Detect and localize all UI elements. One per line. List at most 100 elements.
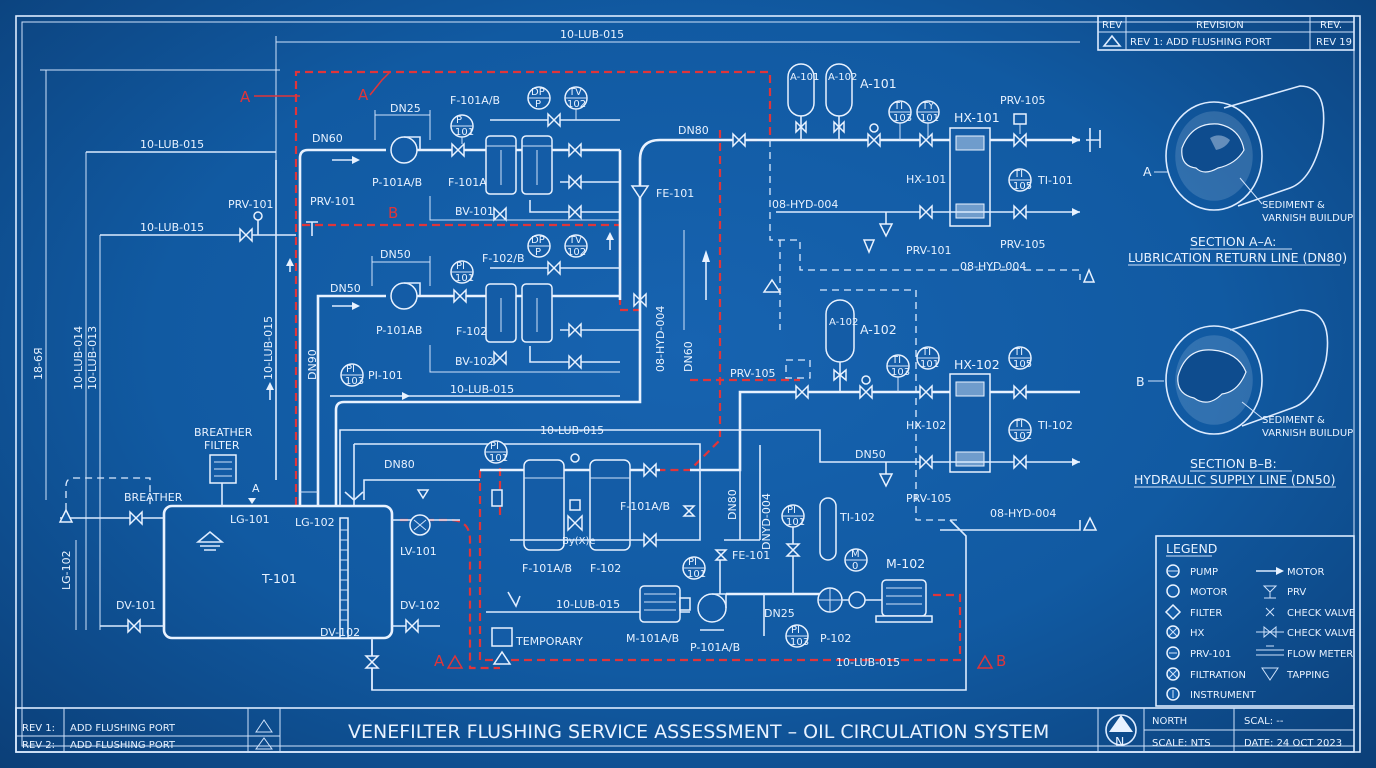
svg-text:DP: DP bbox=[531, 235, 545, 246]
prv101-relief[interactable] bbox=[878, 212, 894, 238]
hx102-label: HX-102 bbox=[954, 357, 1000, 372]
a101-label: A-101 bbox=[860, 76, 897, 91]
svg-text:TV: TV bbox=[568, 235, 582, 246]
f101ab-low-label: F-101A/B bbox=[522, 562, 572, 575]
svg-text:P: P bbox=[456, 115, 462, 126]
dv102-valve[interactable] bbox=[405, 618, 419, 634]
top-line-label: 10-LUB-015 bbox=[560, 28, 624, 41]
legend-right-0: MOTOR bbox=[1287, 567, 1324, 578]
section-a-note-1: SEDIMENT & bbox=[1262, 200, 1325, 211]
svg-text:101: 101 bbox=[687, 569, 706, 580]
dv101-valve[interactable] bbox=[127, 618, 141, 634]
revision-row-desc: REV 1: ADD FLUSHING PORT bbox=[1130, 37, 1272, 48]
svg-text:103: 103 bbox=[893, 113, 912, 124]
prv101-c-label: PRV-101 bbox=[906, 244, 952, 257]
legend-check-valve-icon bbox=[1265, 607, 1275, 617]
svg-text:PI: PI bbox=[688, 557, 697, 568]
legend-right-3: CHECK VALVE bbox=[1287, 628, 1355, 639]
sheet-inner-border bbox=[21, 21, 1355, 747]
legend-right-2: CHECK VALVE bbox=[1287, 608, 1355, 619]
svg-text:TI: TI bbox=[921, 347, 931, 358]
prv101-b-label: PRV-101 bbox=[310, 195, 356, 208]
revision-table bbox=[1097, 15, 1355, 51]
fe101-label: FE-101 bbox=[656, 187, 694, 200]
legend-title: LEGEND bbox=[1166, 541, 1217, 556]
lub-mid-label: 10-LUB-015 bbox=[450, 383, 514, 396]
section-a-note-2: VARNISH BUILDUP bbox=[1262, 213, 1353, 224]
section-a-subtitle: LUBRICATION RETURN LINE (DN80) bbox=[1128, 250, 1347, 265]
prv105-low-label: PRV-105 bbox=[906, 492, 952, 505]
motor-m101ab[interactable] bbox=[639, 585, 681, 623]
section-a-pipe-body bbox=[1223, 85, 1325, 207]
pump-p101ab-top[interactable] bbox=[390, 136, 418, 164]
lube-return-line bbox=[334, 138, 1080, 505]
svg-text:PI: PI bbox=[490, 441, 499, 452]
svg-text:TI: TI bbox=[891, 355, 901, 366]
prv105-mid-label: PRV-105 bbox=[730, 367, 776, 380]
valve-pump1-discharge[interactable] bbox=[451, 142, 465, 158]
dv102-b-label: DV-102 bbox=[320, 626, 360, 639]
dn60-vertical-label: DN60 bbox=[682, 341, 695, 372]
date-label: DATE: 24 OCT 2023 bbox=[1244, 738, 1342, 749]
lg102-v-label: LG-102 bbox=[60, 550, 73, 590]
svg-text:A-101: A-101 bbox=[790, 72, 819, 83]
svg-text:101: 101 bbox=[920, 113, 939, 124]
pump-p101ab-mid[interactable] bbox=[390, 282, 418, 310]
scale-label: SCALE: NTS bbox=[1152, 738, 1211, 749]
svg-text:101: 101 bbox=[786, 517, 805, 528]
dim-left-label: 18-6Я bbox=[32, 347, 45, 380]
legend-left-1: MOTOR bbox=[1190, 587, 1227, 598]
m102-label: M-102 bbox=[886, 556, 925, 571]
svg-text:103: 103 bbox=[891, 367, 910, 378]
bv101-valve[interactable] bbox=[493, 206, 507, 222]
rev-row-1-rev: REV 1: bbox=[22, 723, 55, 734]
revision-header: REVISION bbox=[1196, 20, 1244, 31]
breather-valve[interactable] bbox=[129, 510, 143, 526]
section-b-title: SECTION B–B: bbox=[1190, 456, 1277, 471]
breather-label: BREATHER bbox=[124, 491, 183, 504]
tank-t101[interactable] bbox=[162, 504, 394, 640]
pump-suction-header bbox=[298, 148, 386, 505]
dashed-pilot-line bbox=[769, 140, 1081, 280]
lub014-label: 10-LUB-014 bbox=[72, 326, 85, 390]
pump-p101ab-low[interactable] bbox=[697, 593, 727, 623]
section-b-subtitle: HYDRAULIC SUPPLY LINE (DN50) bbox=[1134, 472, 1335, 487]
section-a-marker: A bbox=[240, 88, 251, 106]
bv102-valve[interactable] bbox=[493, 350, 507, 366]
dn80-tank-label: DN80 bbox=[384, 458, 415, 471]
accumulator-a102[interactable] bbox=[825, 299, 855, 363]
f101ab-top-label: F-101A/B bbox=[450, 94, 500, 107]
svg-text:102: 102 bbox=[567, 99, 586, 110]
section-a-tank-marker: A bbox=[252, 482, 260, 495]
hx101-side-label: HX-101 bbox=[906, 173, 946, 186]
lub-bottom2-label: 10-LUB-015 bbox=[836, 656, 900, 669]
legend-left-6: INSTRUMENT bbox=[1190, 690, 1257, 701]
section-a-title: SECTION A–A: bbox=[1190, 234, 1276, 249]
motor-m102[interactable] bbox=[881, 579, 927, 617]
svg-text:101: 101 bbox=[455, 273, 474, 284]
prv105-valve-top[interactable] bbox=[1013, 132, 1027, 148]
svg-text:P: P bbox=[535, 247, 541, 258]
dn60-label: DN60 bbox=[312, 132, 343, 145]
lg102-label: LG-102 bbox=[295, 516, 335, 529]
svg-text:TI: TI bbox=[1013, 169, 1023, 180]
filter-f101ab-low[interactable] bbox=[523, 459, 565, 551]
section-a-marker-2: A bbox=[358, 86, 369, 104]
rev-row-2-rev: REV 2: bbox=[22, 740, 55, 751]
prv105-b-label: PRV-105 bbox=[1000, 238, 1046, 251]
f102-label: F-102 bbox=[456, 325, 487, 338]
f101ab-right-label: F-101A/B bbox=[620, 500, 670, 513]
dv102-b-valve[interactable] bbox=[364, 655, 380, 669]
prv101-valve[interactable] bbox=[239, 227, 253, 243]
legend-flow-meter-icon bbox=[1256, 645, 1284, 656]
breather-filter-label-2: FILTER bbox=[204, 439, 240, 452]
filter-f102-low[interactable] bbox=[589, 459, 631, 551]
dn80-top-label: DN80 bbox=[678, 124, 709, 137]
a102-tank-label: A-102 bbox=[828, 72, 857, 83]
svg-text:101: 101 bbox=[920, 359, 939, 370]
lub-vertical-label: 10-LUB-015 bbox=[262, 316, 275, 380]
north-arrow-letter: N bbox=[1115, 734, 1124, 749]
revision-row-rev: REV 19 bbox=[1316, 37, 1352, 48]
dv101-label: DV-101 bbox=[116, 599, 156, 612]
